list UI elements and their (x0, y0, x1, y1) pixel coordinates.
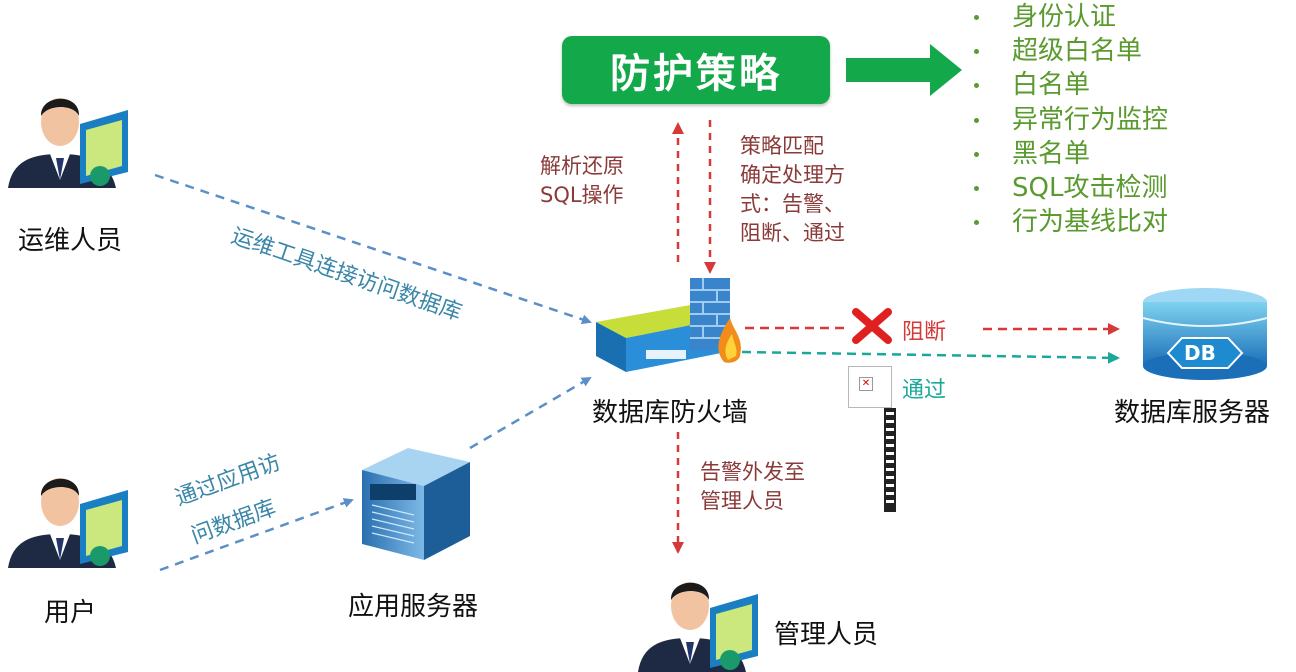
block-label: 阻断 (902, 320, 947, 345)
match-label: 策略匹配 确定处理方 式：告警、 阻断、通过 (740, 132, 845, 248)
broken-image-x-icon: ✕ (859, 377, 873, 391)
parse-label-line: 解析还原 (540, 154, 624, 178)
edge-app-to-firewall (469, 376, 592, 450)
block-x-icon (852, 308, 892, 344)
alert-label: 告警外发至 管理人员 (700, 458, 805, 516)
parse-label-line: SQL操作 (540, 183, 624, 207)
broken-image-icon: ✕ (848, 366, 892, 408)
policy-item: 行为基线比对 (968, 205, 1168, 239)
edge-user-to-app (159, 498, 354, 572)
app-server-label: 应用服务器 (348, 592, 479, 622)
policy-item: SQL攻击检测 (968, 171, 1168, 205)
ops-person-avatar (8, 98, 128, 188)
database-icon (1142, 288, 1268, 380)
policy-item: 白名单 (968, 68, 1168, 102)
db-badge: DB (1184, 341, 1216, 365)
policy-list: 身份认证 超级白名单 白名单 异常行为监控 黑名单 SQL攻击检测 行为基线比对 (968, 0, 1168, 239)
user-avatar (8, 478, 128, 568)
match-label-line: 策略匹配 (740, 134, 824, 158)
policy-item: 异常行为监控 (968, 103, 1168, 137)
edge-ops-to-firewall (154, 173, 592, 325)
firewall-label: 数据库防火墙 (592, 398, 749, 428)
edge-pass (741, 350, 1120, 364)
match-label-line: 阻断、通过 (740, 221, 845, 245)
admin-avatar (638, 582, 758, 672)
firewall-device-icon (596, 278, 741, 372)
policy-item: 超级白名单 (968, 34, 1168, 68)
ops-person-label: 运维人员 (18, 226, 123, 256)
policy-title: 防护策略 (562, 36, 830, 104)
alert-label-line: 告警外发至 (700, 460, 805, 484)
app-server-icon (362, 448, 470, 560)
user-label: 用户 (44, 598, 97, 628)
db-server-label: 数据库服务器 (1114, 398, 1271, 428)
policy-arrow (846, 44, 962, 96)
alert-label-line: 管理人员 (700, 489, 784, 513)
policy-item: 黑名单 (968, 137, 1168, 171)
match-label-line: 确定处理方 (740, 163, 845, 187)
pass-label: 通过 (902, 378, 947, 403)
policy-item: 身份认证 (968, 0, 1168, 34)
parse-label: 解析还原 SQL操作 (540, 152, 624, 210)
admin-label: 管理人员 (774, 620, 879, 650)
match-label-line: 式：告警、 (740, 192, 845, 216)
barcode-decoration (884, 408, 896, 512)
